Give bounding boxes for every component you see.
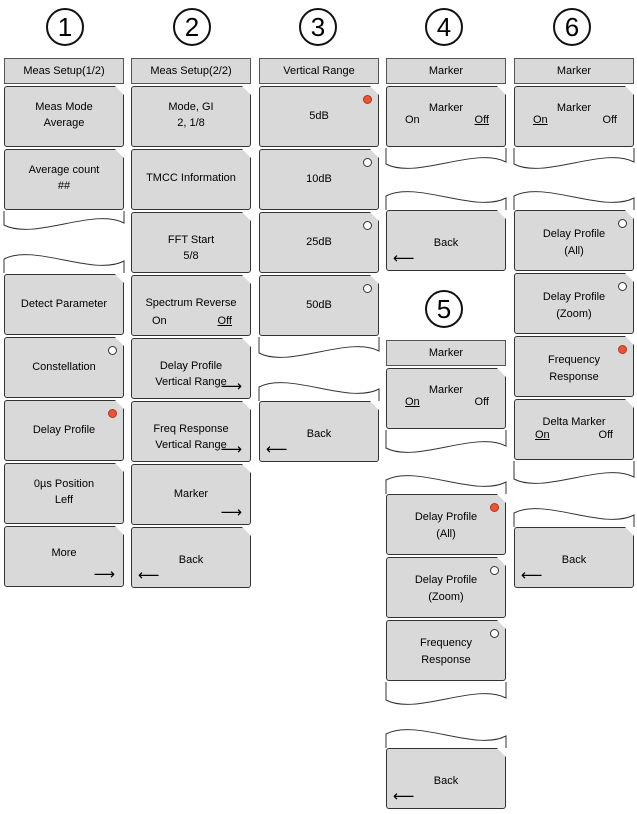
radio-indicator-active-icon (618, 345, 627, 354)
menu-panel-meas-setup-2: Meas Setup(2/2) Mode, GI 2, 1/8 TMCC Inf… (131, 58, 251, 598)
arrow-right-icon: ⟶ (220, 504, 242, 521)
menu-gap-break (513, 461, 635, 527)
step-number-6: 6 (553, 8, 591, 46)
delay-profile-zoom-key[interactable]: Delay Profile (Zoom) (514, 273, 634, 334)
radio-indicator-icon (618, 219, 627, 228)
step-number-3: 3 (299, 8, 337, 46)
meas-mode-key[interactable]: Meas Mode Average (4, 86, 124, 147)
arrow-left-icon: ⟵ (393, 788, 415, 805)
delay-profile-all-key[interactable]: Delay Profile (All) (514, 210, 634, 271)
menu-panel-meas-setup-1: Meas Setup(1/2) Meas Mode Average Averag… (3, 58, 125, 598)
spectrum-reverse-key[interactable]: Spectrum Reverse On Off (131, 275, 251, 336)
marker-on-off-key[interactable]: Marker On Off (386, 368, 506, 429)
back-key[interactable]: Back ⟵ (514, 527, 634, 588)
radio-indicator-active-icon (490, 503, 499, 512)
menu-gap-break (385, 682, 507, 748)
constellation-key[interactable]: Constellation (4, 337, 124, 398)
marker-on-off-key[interactable]: Marker On Off (386, 86, 506, 147)
menu-panel-marker-5: Marker Marker On Off Delay Profile (All)… (385, 340, 507, 812)
marker-on-off-key[interactable]: Marker On Off (514, 86, 634, 147)
radio-indicator-active-icon (363, 95, 372, 104)
menu-panel-marker-6: Marker Marker On Off Delay Profile (All)… (513, 58, 635, 598)
range-10db-key[interactable]: 10dB (259, 149, 379, 210)
panel-title: Meas Setup(2/2) (131, 58, 251, 84)
arrow-left-icon: ⟵ (266, 441, 288, 458)
radio-indicator-icon (363, 284, 372, 293)
average-count-key[interactable]: Average count ## (4, 149, 124, 210)
back-key[interactable]: Back ⟵ (386, 210, 506, 271)
radio-indicator-icon (490, 566, 499, 575)
step-number-1: 1 (46, 8, 84, 46)
back-key[interactable]: Back ⟵ (386, 748, 506, 809)
arrow-left-icon: ⟵ (521, 567, 543, 584)
position-key[interactable]: 0µs Position Leff (4, 463, 124, 524)
back-key[interactable]: Back ⟵ (131, 527, 251, 588)
step-number-5: 5 (425, 290, 463, 328)
more-key[interactable]: More ⟶ (4, 526, 124, 587)
radio-indicator-icon (363, 221, 372, 230)
frequency-response-key[interactable]: Frequency Response (514, 336, 634, 397)
menu-panel-marker-4: Marker Marker On Off Back ⟵ (385, 58, 507, 278)
freq-response-vertical-range-key[interactable]: Freq Response Vertical Range ⟶ (131, 401, 251, 462)
detect-parameter-key[interactable]: Detect Parameter (4, 274, 124, 335)
menu-gap-break (258, 337, 380, 401)
range-5db-key[interactable]: 5dB (259, 86, 379, 147)
panel-title: Marker (386, 58, 506, 84)
delay-profile-zoom-key[interactable]: Delay Profile (Zoom) (386, 557, 506, 618)
panel-title: Meas Setup(1/2) (4, 58, 124, 84)
arrow-left-icon: ⟵ (393, 250, 415, 267)
radio-indicator-icon (490, 629, 499, 638)
menu-gap-break (3, 211, 125, 273)
delay-profile-key[interactable]: Delay Profile (4, 400, 124, 461)
arrow-left-icon: ⟵ (138, 567, 160, 584)
fft-start-key[interactable]: FFT Start 5/8 (131, 212, 251, 273)
radio-indicator-icon (363, 158, 372, 167)
mode-gi-key[interactable]: Mode, GI 2, 1/8 (131, 86, 251, 147)
delta-marker-key[interactable]: Delta Marker On Off (514, 399, 634, 460)
frequency-response-key[interactable]: Frequency Response (386, 620, 506, 681)
step-number-4: 4 (425, 8, 463, 46)
panel-title: Marker (514, 58, 634, 84)
arrow-right-icon: ⟶ (220, 378, 242, 395)
range-50db-key[interactable]: 50dB (259, 275, 379, 336)
menu-gap-break (385, 148, 507, 210)
radio-indicator-icon (108, 346, 117, 355)
menu-gap-break (385, 430, 507, 494)
menu-gap-break (513, 148, 635, 210)
tmcc-information-key[interactable]: TMCC Information (131, 149, 251, 210)
marker-key[interactable]: Marker ⟶ (131, 464, 251, 525)
panel-title: Marker (386, 340, 506, 366)
delay-profile-all-key[interactable]: Delay Profile (All) (386, 494, 506, 555)
delay-profile-vertical-range-key[interactable]: Delay Profile Vertical Range ⟶ (131, 338, 251, 399)
radio-indicator-active-icon (108, 409, 117, 418)
menu-panel-vertical-range: Vertical Range 5dB 10dB 25dB 50dB Back ⟵ (258, 58, 380, 468)
step-number-2: 2 (173, 8, 211, 46)
range-25db-key[interactable]: 25dB (259, 212, 379, 273)
panel-title: Vertical Range (259, 58, 379, 84)
arrow-right-icon: ⟶ (93, 566, 115, 583)
radio-indicator-icon (618, 282, 627, 291)
back-key[interactable]: Back ⟵ (259, 401, 379, 462)
arrow-right-icon: ⟶ (220, 441, 242, 458)
